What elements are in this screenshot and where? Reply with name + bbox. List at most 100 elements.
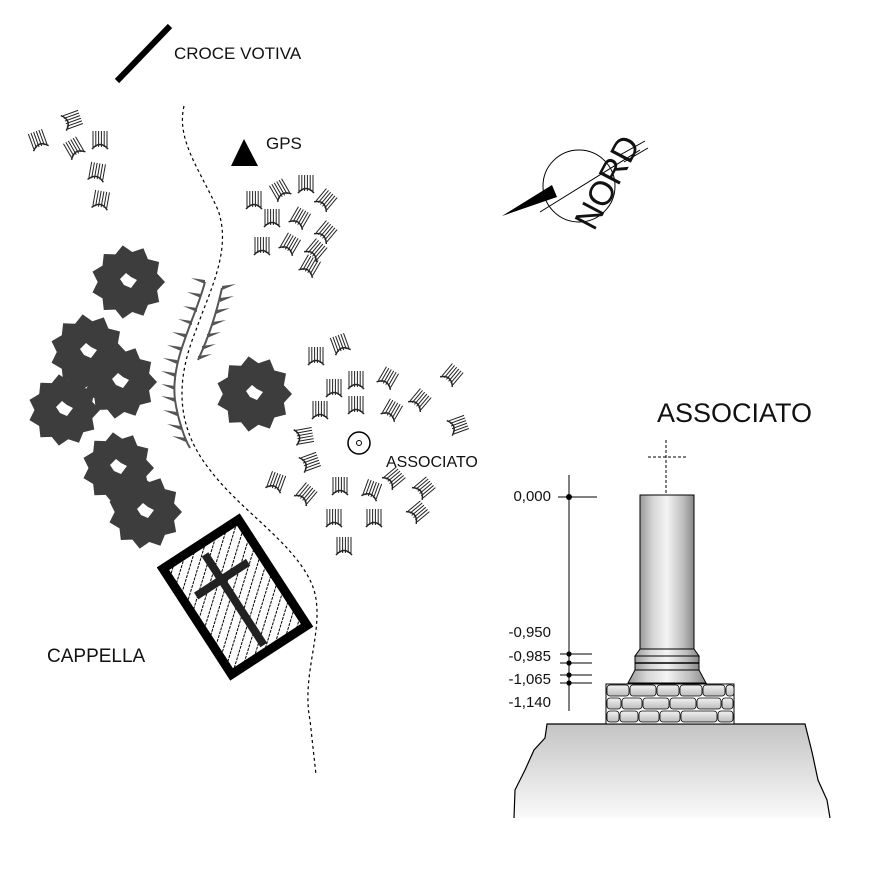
embankment-right bbox=[197, 287, 223, 361]
grass-tuft-icon bbox=[446, 414, 470, 436]
grass-tuft-icon bbox=[411, 476, 436, 501]
grass-tuft-icon bbox=[245, 191, 263, 210]
column-base bbox=[627, 648, 707, 684]
grass-tuft-group bbox=[27, 109, 470, 556]
stone-block bbox=[725, 684, 735, 697]
stone-block bbox=[638, 710, 660, 723]
tree-icon bbox=[84, 345, 157, 419]
grass-tuft-icon bbox=[91, 189, 110, 211]
stone-block bbox=[629, 684, 657, 697]
stone-block bbox=[679, 684, 703, 697]
embankment-tick bbox=[207, 332, 221, 338]
north-compass-icon: NORD bbox=[502, 130, 649, 236]
grass-tuft-icon bbox=[335, 537, 353, 556]
ground-outline bbox=[513, 723, 831, 819]
embankment-tick bbox=[191, 278, 205, 284]
embankment-tick bbox=[167, 345, 181, 351]
elevation-label: -1,065 bbox=[508, 671, 551, 688]
embankment-tick bbox=[216, 308, 230, 314]
stone-block bbox=[702, 684, 726, 697]
grass-tuft-icon bbox=[407, 388, 432, 413]
embankment-tick bbox=[178, 319, 192, 325]
stone-block bbox=[656, 684, 680, 697]
tree-icon bbox=[109, 475, 182, 549]
embankment-tick bbox=[220, 296, 234, 302]
stone-block bbox=[642, 697, 670, 710]
gps-triangle-icon bbox=[231, 139, 258, 166]
stone-block bbox=[606, 710, 620, 723]
grass-tuft-icon bbox=[405, 500, 430, 525]
stone-block bbox=[669, 697, 697, 710]
embankment-tick bbox=[222, 284, 236, 290]
grass-tuft-icon bbox=[376, 366, 399, 390]
grass-tuft-icon bbox=[311, 401, 329, 420]
grass-tuft-icon bbox=[439, 363, 464, 388]
grass-tuft-icon bbox=[325, 509, 343, 528]
grass-tuft-icon bbox=[91, 131, 109, 150]
tree-icon bbox=[92, 245, 165, 319]
grass-tuft-icon bbox=[265, 470, 287, 494]
nord-label: NORD bbox=[568, 130, 649, 236]
embankment-tick bbox=[167, 424, 181, 430]
elevation-scale: 0,000 -0,950 -0,985 -1,065 -1,140 bbox=[508, 475, 597, 711]
stone-block bbox=[659, 710, 681, 723]
grass-tuft-icon bbox=[313, 220, 338, 245]
stone-block bbox=[621, 697, 643, 710]
grass-tuft-icon bbox=[329, 332, 351, 356]
embankment-tick bbox=[187, 292, 201, 298]
grass-tuft-icon bbox=[293, 427, 315, 446]
embankment-tick bbox=[172, 332, 186, 338]
grass-tuft-icon bbox=[361, 478, 383, 502]
grass-tuft-icon bbox=[263, 209, 281, 228]
elevation-label: -0,950 bbox=[508, 624, 551, 641]
stone-block bbox=[696, 697, 722, 710]
embankment-tick bbox=[212, 320, 226, 326]
embankment-tick bbox=[202, 344, 216, 350]
grass-tuft-icon bbox=[288, 206, 311, 230]
elevation-label: -0,985 bbox=[508, 648, 551, 665]
croce-votiva-label: CROCE VOTIVA bbox=[174, 44, 302, 63]
stone-block bbox=[606, 684, 630, 697]
associato-map-label: ASSOCIATO bbox=[386, 454, 478, 471]
embankment-tick bbox=[163, 410, 177, 416]
stone-block bbox=[680, 710, 718, 723]
stone-block bbox=[619, 710, 639, 723]
grass-tuft-icon bbox=[365, 509, 383, 528]
associato-marker-icon bbox=[347, 431, 371, 455]
stone-block bbox=[717, 710, 734, 723]
embankment-tick bbox=[161, 396, 175, 402]
embankment-tick bbox=[161, 384, 175, 390]
elevation-label: 0,000 bbox=[513, 488, 551, 505]
ground-section bbox=[514, 724, 830, 818]
grass-tuft-icon bbox=[27, 128, 49, 152]
cappella-label: CAPPELLA bbox=[47, 646, 146, 667]
grass-tuft-icon bbox=[297, 175, 315, 194]
stone-block bbox=[721, 697, 734, 710]
grass-tuft-icon bbox=[87, 161, 106, 183]
grass-tuft-icon bbox=[347, 396, 365, 415]
embankment-tick bbox=[183, 306, 197, 312]
grass-tuft-icon bbox=[253, 237, 271, 256]
elevation-label: -1,140 bbox=[508, 694, 551, 711]
embankment-ticks bbox=[161, 278, 236, 442]
gps-label: GPS bbox=[266, 134, 302, 153]
grass-tuft-icon bbox=[293, 482, 318, 507]
tree-icon bbox=[29, 374, 100, 446]
embankment-left bbox=[173, 281, 206, 449]
croce-votiva-symbol bbox=[114, 23, 173, 84]
column-shaft bbox=[639, 494, 695, 650]
grass-tuft-icon bbox=[60, 109, 84, 131]
stone-block bbox=[606, 697, 622, 710]
grass-tuft-icon bbox=[380, 398, 403, 422]
grass-tuft-icon bbox=[269, 178, 292, 202]
grass-tuft-icon bbox=[278, 232, 301, 256]
embankment-tick bbox=[198, 354, 212, 360]
grass-tuft-icon bbox=[381, 466, 406, 491]
grass-tuft-icon bbox=[303, 238, 328, 263]
cappella-building bbox=[156, 513, 314, 681]
stone-base bbox=[605, 683, 735, 725]
grass-tuft-icon bbox=[325, 379, 343, 398]
grass-tuft-icon bbox=[298, 451, 322, 473]
grass-tuft-icon bbox=[347, 371, 365, 390]
